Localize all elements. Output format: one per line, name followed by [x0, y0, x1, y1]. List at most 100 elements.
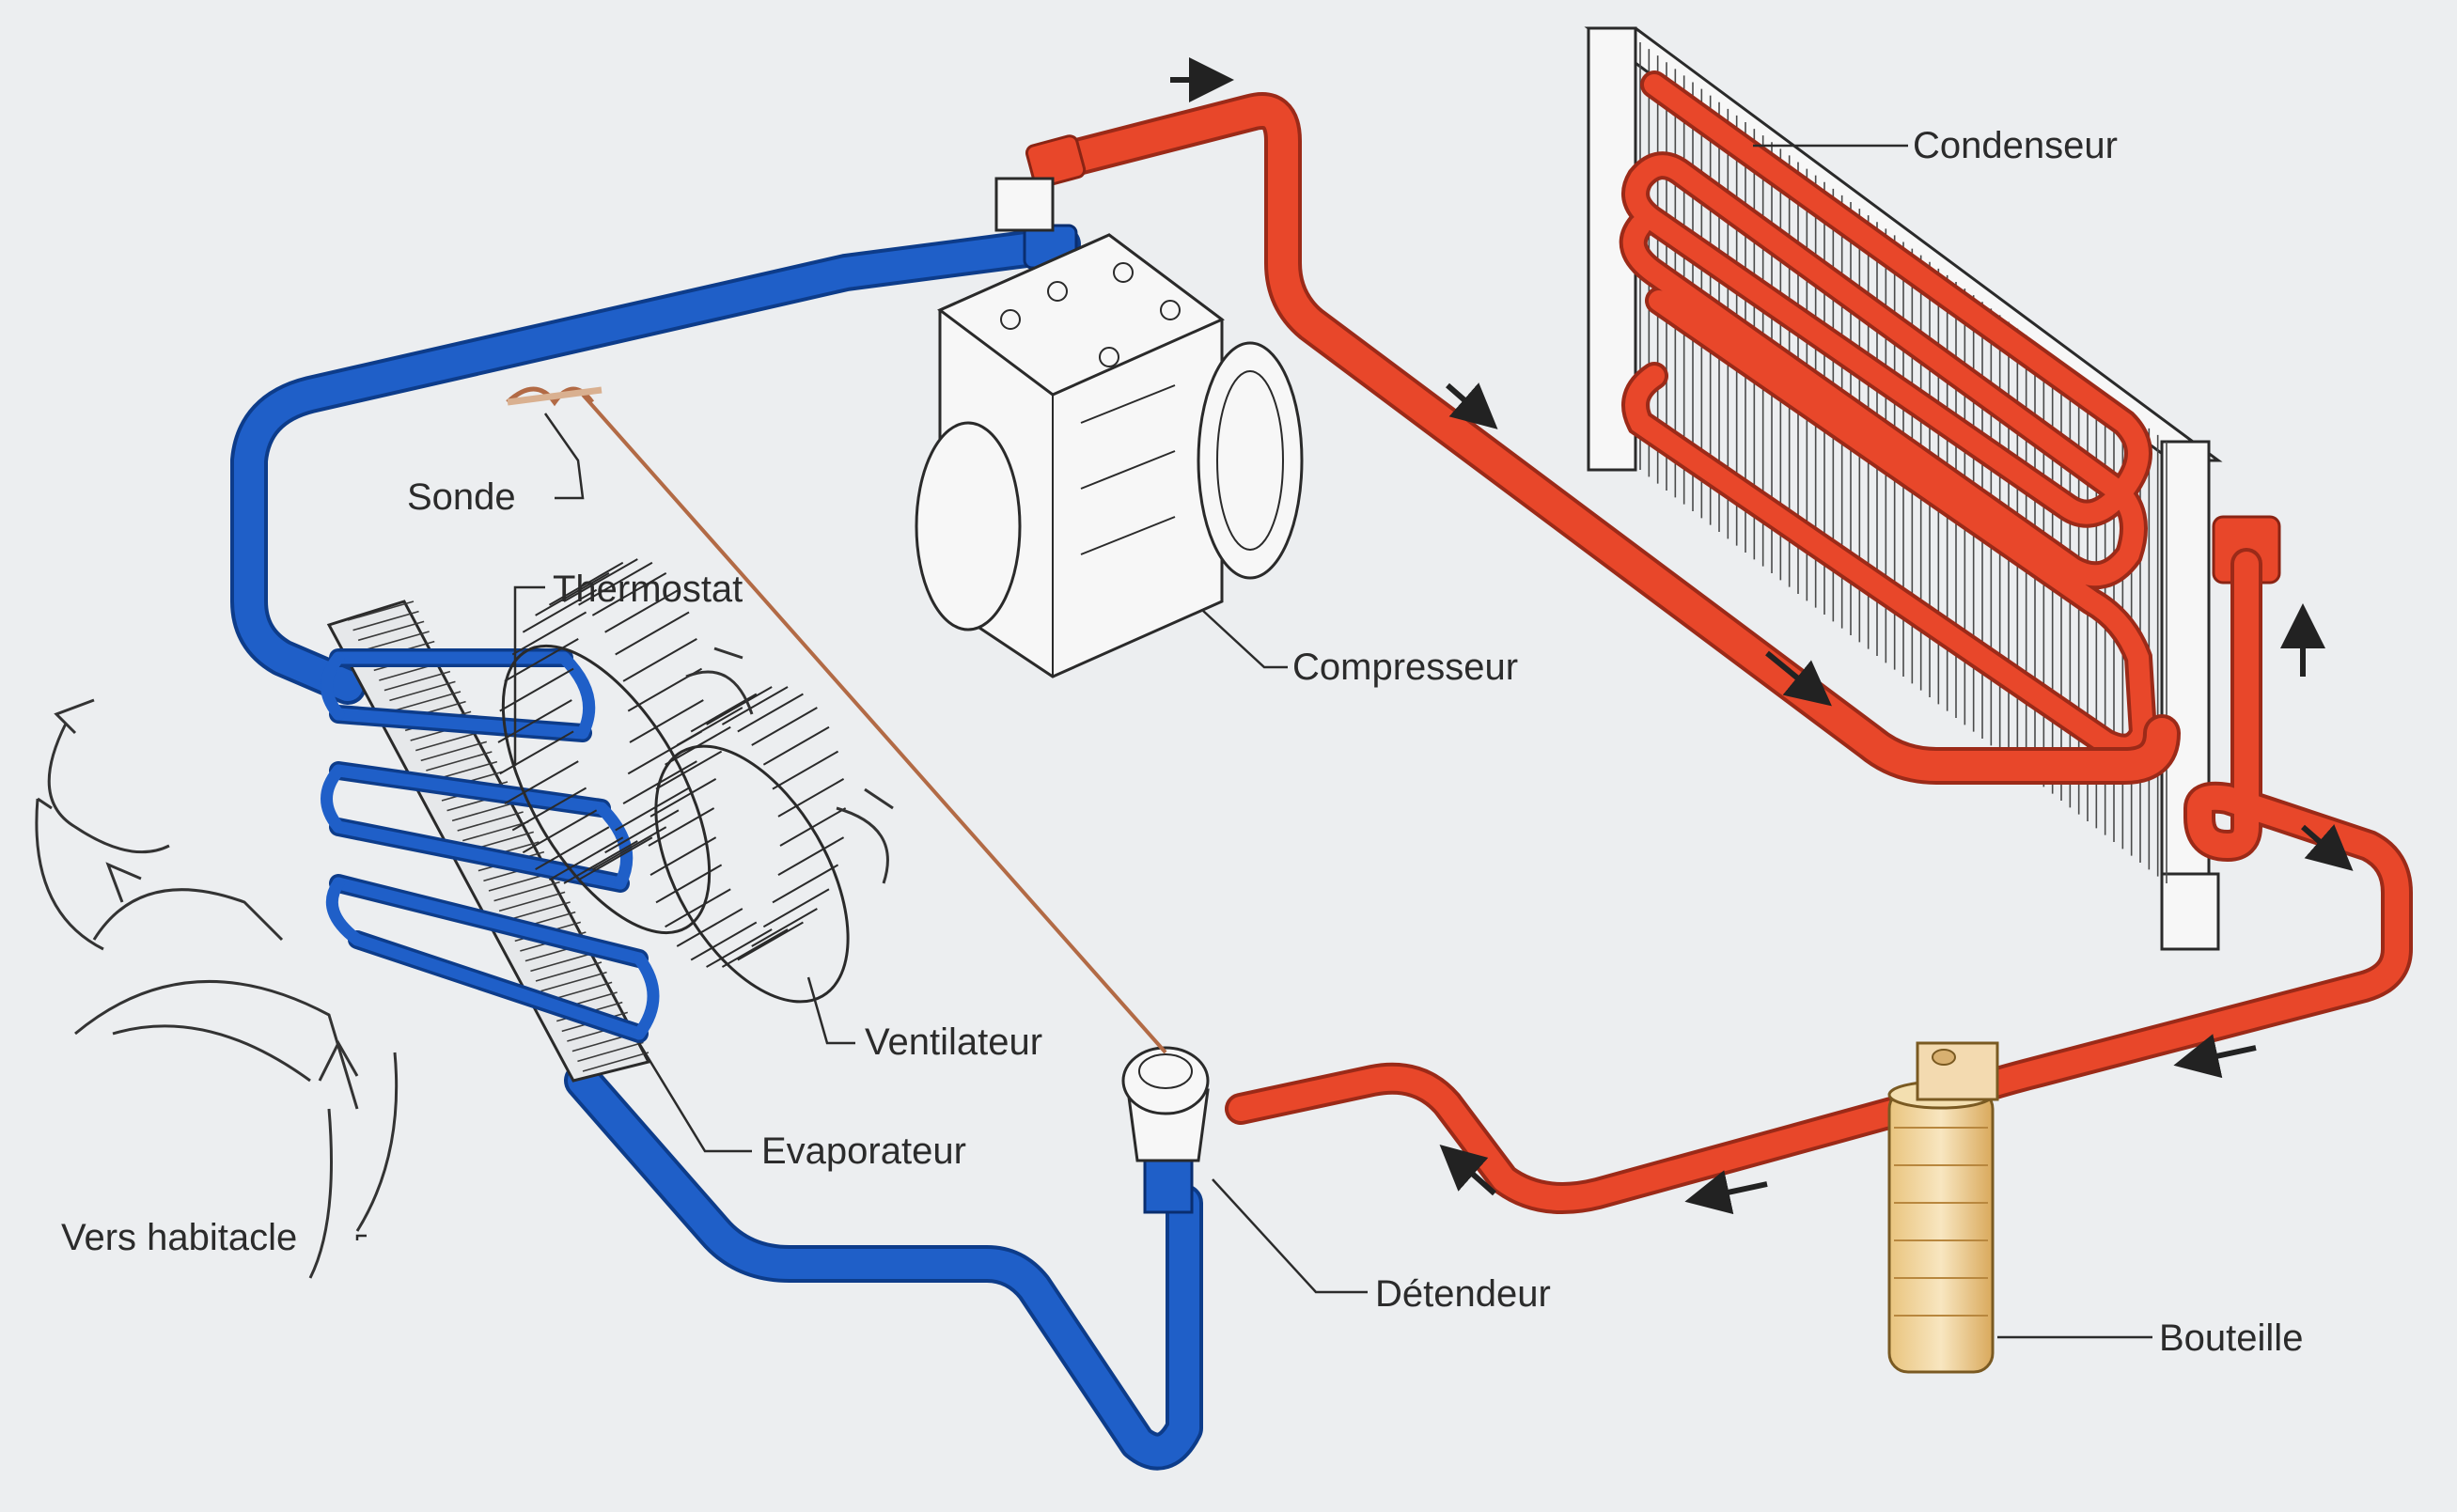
fin-line [706, 928, 773, 968]
arrow-icon [2301, 824, 2354, 871]
fin-line [511, 787, 587, 832]
label-bouteille: Bouteille [2159, 1317, 2303, 1359]
fin-line [649, 778, 717, 818]
evaporator [321, 600, 660, 1083]
capillary-tube [581, 393, 1167, 1054]
compressor-outlet-fitting [1025, 134, 1087, 189]
fin-line [676, 908, 743, 947]
label-detendeur: Détendeur [1375, 1273, 1551, 1315]
fin-line [655, 750, 723, 790]
arrow-icon [1446, 382, 1498, 429]
fin-line [721, 928, 789, 968]
fin-line [457, 811, 524, 832]
fin-line [511, 611, 587, 656]
fin-line [389, 680, 456, 702]
fin-line [629, 699, 704, 743]
arrow-icon [1765, 650, 1832, 707]
fin-line [522, 588, 598, 633]
fin-line [563, 558, 638, 602]
fin-line [649, 836, 717, 876]
fin-line [504, 760, 579, 804]
bottle-head [1916, 1041, 1999, 1101]
flow-arrows [1170, 57, 2354, 1215]
label-sonde: Sonde [407, 476, 516, 518]
fan [497, 558, 850, 1004]
fin-line [535, 826, 610, 871]
fin-line [772, 864, 839, 904]
fin-line [737, 693, 804, 733]
condenser-foot [2160, 872, 2220, 951]
bottle-body [1887, 1088, 1995, 1374]
fin-line [706, 686, 773, 725]
fin-line [357, 620, 425, 642]
arrow-icon [2173, 1034, 2257, 1079]
fin-line [462, 820, 529, 842]
sensing-bulb [506, 386, 1167, 1054]
fin-line [772, 750, 839, 790]
high-pressure-line [1025, 92, 2413, 1214]
fin-line [535, 571, 610, 616]
fin-line [604, 588, 680, 633]
pipe-compressor-to-condenser [1033, 96, 2177, 781]
fin-line [591, 826, 667, 871]
label-thermostat: Thermostat [553, 569, 743, 610]
fin-line [415, 730, 482, 752]
curved-arrow-icon [35, 797, 104, 951]
pipe-compressor-to-evaporator [234, 229, 1077, 701]
condenser-left-post [1587, 26, 1637, 472]
airflow-arrows [35, 647, 894, 1279]
valve-diaphragm [1121, 1046, 1210, 1115]
fin-line [548, 836, 624, 881]
pipe-condenser-to-detendeur [1228, 552, 2409, 1210]
label-compresseur: Compresseur [1292, 647, 1518, 688]
fin-line [394, 691, 462, 711]
fin-line [420, 740, 487, 762]
fin-line [498, 891, 566, 912]
fin-line [499, 667, 574, 712]
fin-line [690, 921, 758, 961]
fin-line [577, 1041, 644, 1063]
fin-line [615, 787, 690, 832]
fin-line [615, 611, 690, 656]
fin-line [535, 961, 603, 982]
fin-line [737, 921, 804, 961]
fin-line [347, 600, 415, 621]
label-evaporateur: Evaporateur [761, 1130, 966, 1172]
label-ventilateur: Ventilateur [865, 1021, 1042, 1063]
fin-line [493, 881, 560, 902]
fin-line [451, 801, 519, 822]
fin-line [363, 631, 430, 651]
fin-line [497, 699, 572, 743]
fin-line [762, 888, 830, 928]
fin-line [622, 638, 697, 682]
low-pressure-line [230, 224, 1203, 1471]
evaporator-coil [321, 651, 660, 1040]
compressor-pulley [1197, 341, 1304, 580]
fin-line [383, 670, 451, 692]
condenser-right-post [2160, 440, 2211, 942]
arrow-icon [1684, 1170, 1768, 1215]
fin-line [540, 971, 607, 992]
compressor-valve-block [994, 177, 1055, 232]
fin-line [777, 778, 845, 818]
fin-line [530, 951, 597, 973]
fin-line [655, 864, 723, 904]
condenser [1584, 26, 2281, 951]
fin-line [499, 730, 574, 775]
fin-line [751, 707, 818, 746]
label-vers-habitacle: Vers habitacle [61, 1217, 297, 1258]
fin-line [582, 1052, 649, 1072]
fin-line [591, 571, 667, 616]
labels: Condenseur Sonde Thermostat Compresseur … [61, 125, 2303, 1359]
fin-line [762, 725, 830, 766]
receiver-bottle [1887, 1041, 1999, 1374]
compressor [915, 177, 1304, 678]
fin-line [504, 638, 579, 682]
fin-line [548, 561, 624, 606]
pipe-evaporator-to-detendeur [568, 1066, 1199, 1467]
fin-line [578, 836, 653, 881]
fin-line [352, 610, 419, 631]
fin-line [665, 888, 731, 928]
